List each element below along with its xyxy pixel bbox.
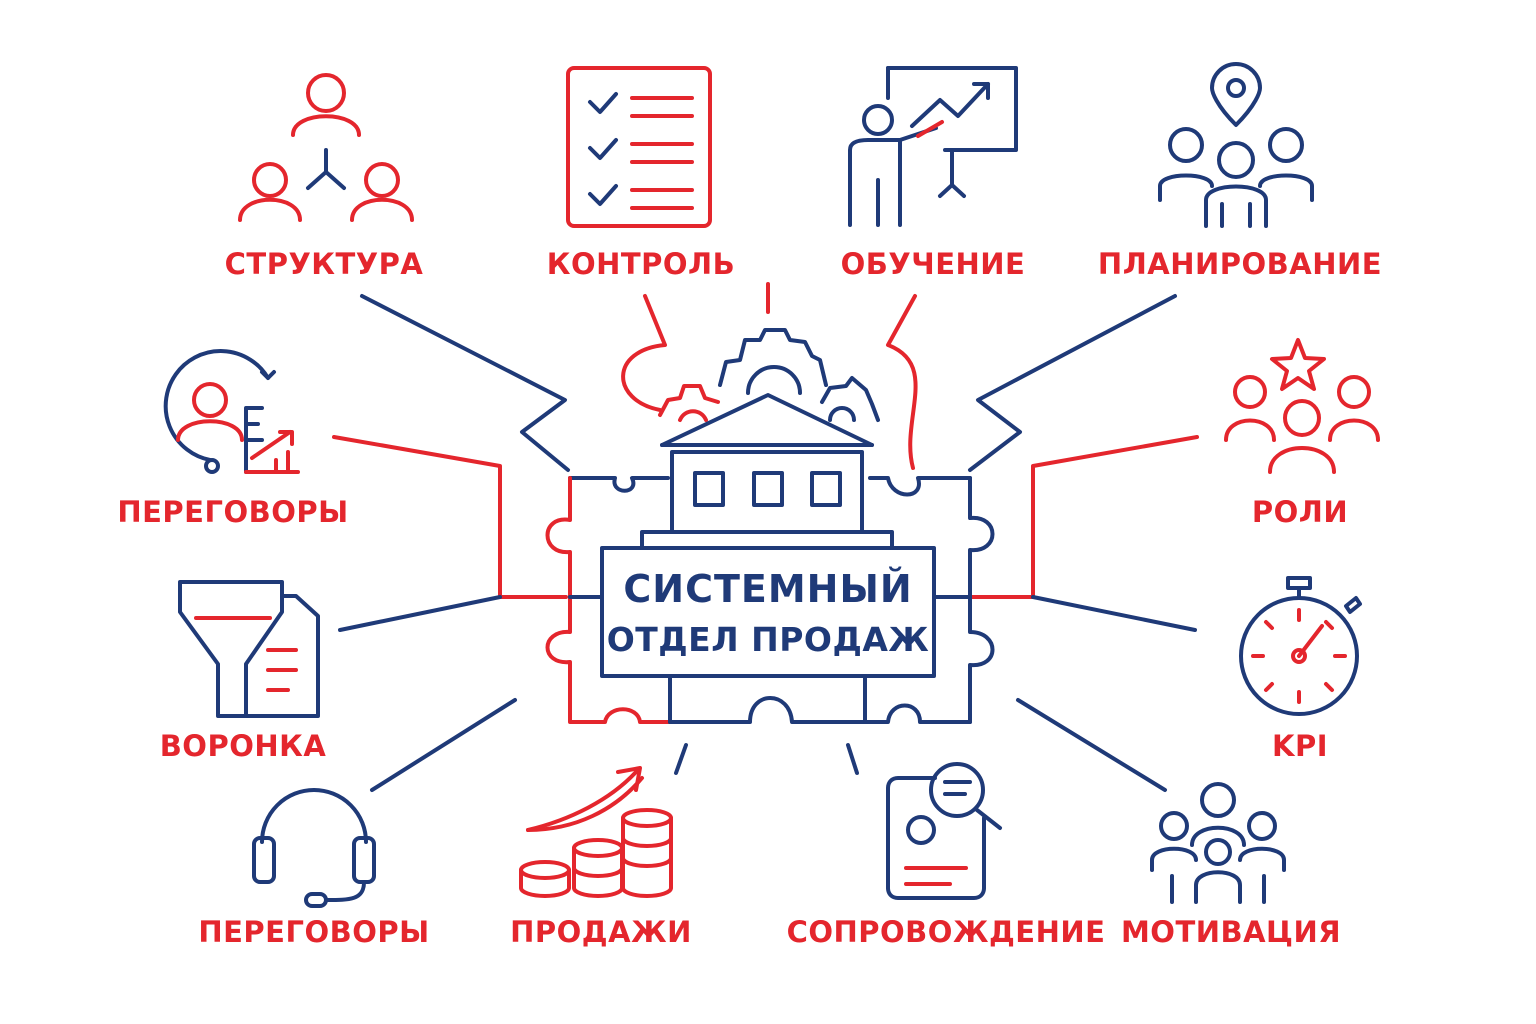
presentation-icon <box>848 66 1018 227</box>
team-location-icon <box>1158 62 1314 228</box>
label-structure: СТРУКТУРА <box>224 247 424 281</box>
label-sales: ПРОДАЖИ <box>510 915 692 949</box>
funnel-icon <box>178 580 320 718</box>
document-search-icon <box>886 762 1002 900</box>
coin-stack-left <box>519 860 571 898</box>
central-puzzle <box>545 328 995 724</box>
group-people-icon <box>1150 782 1286 904</box>
team-star-icon <box>1224 338 1380 474</box>
label-funnel: ВОРОНКА <box>159 729 327 763</box>
gears-icon <box>658 328 880 422</box>
connectors <box>332 282 1199 792</box>
label-motivation: МОТИВАЦИЯ <box>1120 915 1342 949</box>
connector-headset <box>370 698 517 792</box>
connector-training <box>886 294 918 470</box>
coin-stack-right <box>621 808 673 898</box>
label-negotiations-left: ПЕРЕГОВОРЫ <box>117 495 349 529</box>
center-title-line2: ОТДЕЛ ПРОДАЖ <box>606 620 930 659</box>
connector-kpi <box>1031 595 1197 632</box>
headset-icon <box>252 788 376 908</box>
connector-funnel <box>338 595 502 632</box>
stopwatch-icon <box>1239 576 1362 716</box>
label-roles: РОЛИ <box>1251 495 1349 529</box>
building-icon <box>640 393 894 550</box>
connector-roles <box>968 435 1199 599</box>
label-control: КОНТРОЛЬ <box>546 247 736 281</box>
label-support: СОПРОВОЖДЕНИЕ <box>786 915 1106 949</box>
label-training: ОБУЧЕНИЕ <box>840 247 1026 281</box>
label-kpi: KPI <box>1271 729 1329 763</box>
call-manager-icon <box>163 349 300 474</box>
connector-negotiations-left <box>332 435 568 599</box>
coins-growth-icon <box>519 766 673 898</box>
connector-support <box>846 743 859 775</box>
org-structure-icon <box>238 73 414 222</box>
coin-stack-middle <box>572 838 624 898</box>
connector-planning <box>968 294 1177 472</box>
connector-control <box>621 294 667 412</box>
checklist-icon <box>566 66 712 228</box>
connector-structure <box>360 294 570 472</box>
connector-sales <box>674 743 688 775</box>
center-title-line1: СИСТЕМНЫЙ <box>623 567 913 611</box>
center-title-board <box>600 546 936 678</box>
label-planning: ПЛАНИРОВАНИЕ <box>1097 247 1383 281</box>
connector-motivation <box>1016 698 1167 792</box>
label-negotiations-bottom: ПЕРЕГОВОРЫ <box>198 915 430 949</box>
